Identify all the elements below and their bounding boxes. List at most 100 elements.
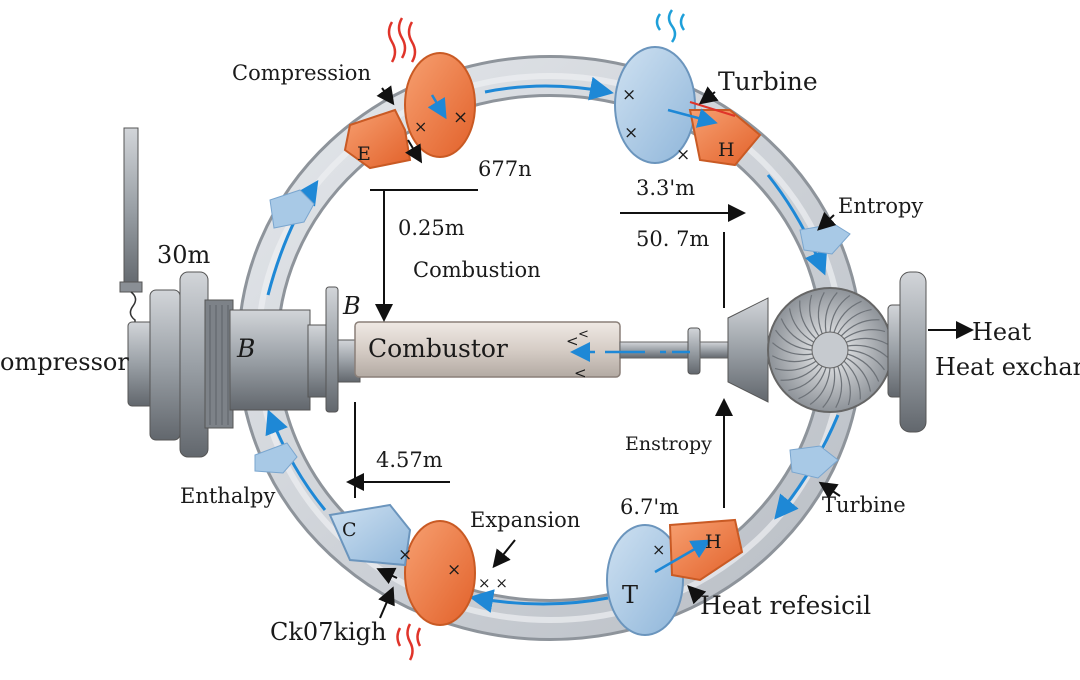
clip-lower-left (254, 442, 298, 474)
svg-text:×: × (398, 545, 412, 565)
unit-glyph-bottom-t: T (622, 581, 638, 609)
compressor-machine (119, 127, 361, 458)
flow-arrow-upper-right (766, 174, 828, 276)
turbine-heat-exchanger (727, 271, 974, 433)
label-turbine-right: Turbine (822, 493, 906, 517)
unit-glyph-bottom-left: C (342, 519, 357, 541)
label-entropy-right: Entropy (838, 194, 923, 218)
flow-arrow-lower-left (265, 409, 327, 511)
fan-blade (833, 300, 862, 333)
clip-lower-right (789, 445, 839, 479)
fan-blade (847, 349, 885, 371)
measure-4-57m: 4.57m (376, 448, 443, 472)
heat-recovery-drum (606, 524, 684, 636)
fan-blade (829, 295, 851, 333)
svg-text:×: × (453, 107, 468, 128)
svg-text:×: × (447, 560, 461, 580)
label-compression: Compression (232, 61, 371, 85)
fan-blade (840, 319, 880, 337)
svg-text:<: < (566, 332, 579, 350)
fan-blade (847, 353, 880, 382)
fan-blade (824, 292, 838, 333)
expansion-unit: × × × × C (328, 503, 508, 661)
svg-text:× ×: × × (478, 574, 508, 592)
heat-waves-icon-top-left (387, 17, 417, 63)
clip-upper-left (269, 189, 315, 229)
fan-blade (809, 367, 831, 405)
heat-recovery-unit: × T H (606, 518, 744, 636)
measure-677n: 677n (478, 157, 532, 181)
fan-blade (843, 329, 886, 340)
fan-blade (837, 308, 872, 335)
label-enstropy: Enstropy (625, 433, 712, 455)
compression-drum (404, 52, 476, 158)
fan-blade (775, 329, 813, 351)
fan-blade (840, 363, 851, 406)
label-heat-exchanger: Heat exchan (935, 353, 1080, 381)
turbine-top-unit: × × × H (614, 9, 762, 167)
label-b-top: B (342, 292, 361, 320)
heat-waves-icon-bottom-left (396, 623, 422, 661)
label-heat: Heat (972, 318, 1031, 346)
fan-blade (809, 294, 820, 337)
flow-arrow-bottom (469, 589, 609, 613)
svg-text:×: × (622, 85, 636, 105)
compressor-flange (179, 271, 209, 458)
fan-blade (798, 367, 827, 400)
measure-3-3m: 3.3'm (636, 176, 695, 200)
fan-blade (847, 344, 888, 358)
unit-glyph-bottom-right: H (705, 531, 722, 553)
fan-blade (799, 300, 817, 340)
heat-exchanger-flange (899, 271, 927, 433)
fan-blade (817, 291, 825, 334)
turbine-nozzle (727, 297, 769, 403)
fan-blade (822, 367, 836, 408)
fan-blade (780, 318, 813, 347)
flow-arrow-top (484, 76, 614, 101)
exhaust-stack (123, 127, 139, 289)
flow-arrow-upper-left (266, 180, 319, 296)
measure-30m: 30m (157, 241, 211, 269)
fan-blade (772, 342, 813, 356)
measure-50-7m: 50. 7m (636, 227, 709, 251)
cool-waves-icon-top-right (655, 9, 686, 43)
label-ck07kigh: Ck07kigh (270, 618, 386, 646)
measure-6-7m: 6.7'm (620, 495, 679, 519)
fan-blade (843, 360, 861, 400)
label-compressor: ompressor (0, 348, 129, 376)
fan-blade (774, 360, 817, 371)
dimension-lines (346, 85, 841, 619)
svg-text:×: × (652, 540, 665, 559)
svg-text:×: × (676, 145, 690, 165)
label-expansion: Expansion (470, 508, 580, 532)
svg-text:<: < (578, 327, 589, 342)
labels: Compression Turbine Entropy Turbine Heat… (0, 61, 1080, 646)
svg-text:×: × (624, 123, 638, 143)
measure-0-25m: 0.25m (398, 216, 465, 240)
label-b-left: B (236, 334, 255, 363)
fan-blade (780, 363, 820, 381)
fan-blade (788, 308, 815, 343)
fan-blade (771, 355, 814, 363)
fan-blade (846, 337, 889, 345)
label-heat-refesicil: Heat refesicil (700, 591, 871, 620)
expansion-arrow-block (328, 503, 412, 567)
label-combustor: Combustor (368, 334, 508, 363)
label-enthalpy: Enthalpy (180, 484, 275, 508)
svg-text:×: × (414, 117, 427, 136)
svg-text:<: < (574, 364, 587, 382)
fan-blade (788, 365, 823, 392)
compression-unit: × × E (343, 17, 476, 170)
fan-blade (845, 357, 872, 392)
label-combustion: Combustion (413, 258, 541, 282)
fan-blade (835, 366, 843, 409)
label-turbine-top: Turbine (718, 67, 818, 96)
pipe-clips (254, 189, 851, 479)
expansion-drum (404, 520, 476, 626)
turbine-top-drum (614, 46, 696, 164)
combustor: < < < (354, 321, 731, 382)
unit-glyph-top-left: E (357, 143, 371, 165)
unit-glyph-top-right: H (718, 139, 735, 161)
